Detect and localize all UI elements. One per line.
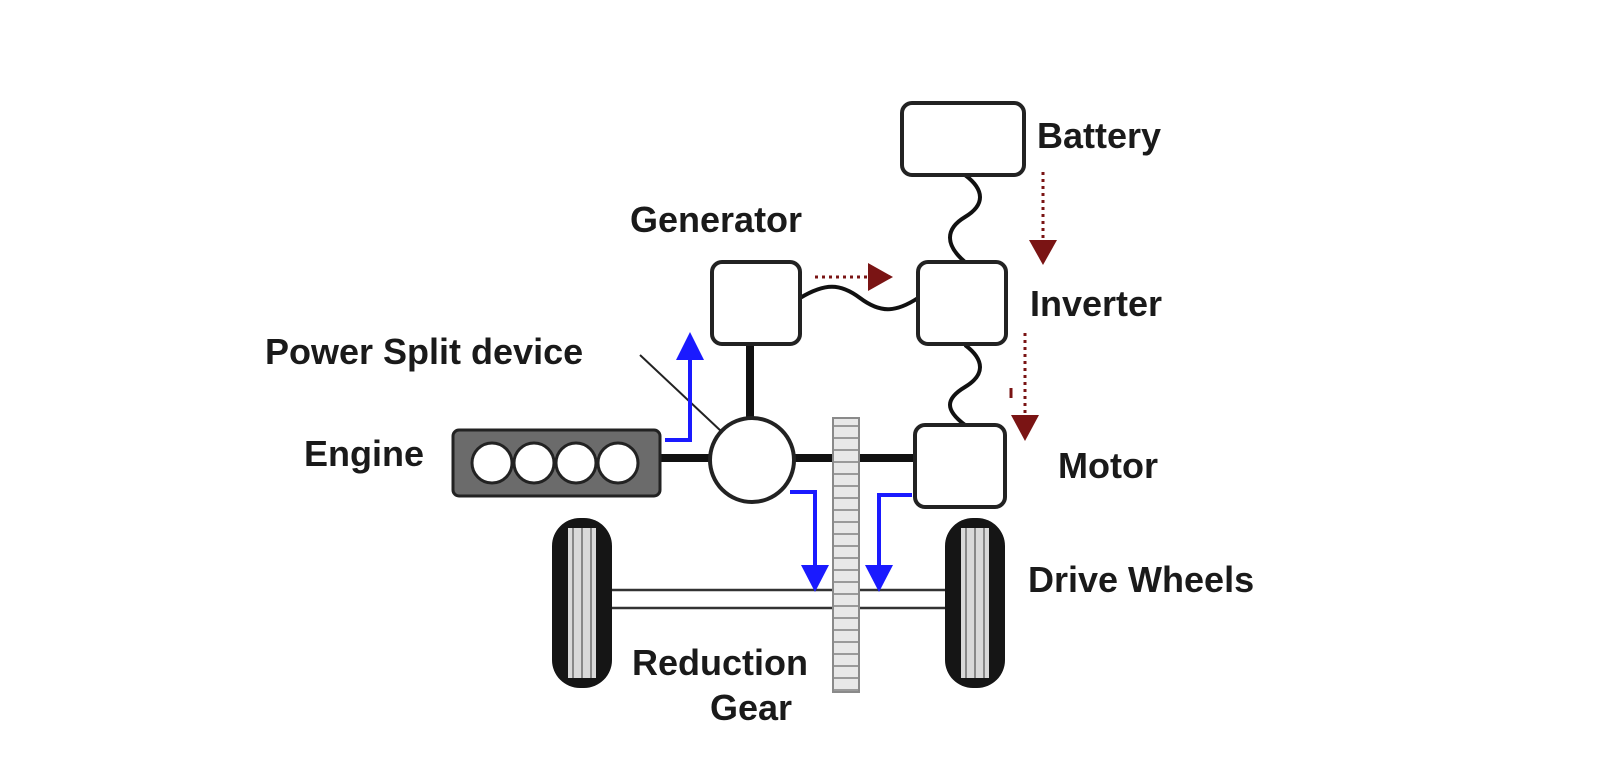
engine-to-generator-arrow <box>665 332 704 442</box>
engine-label: Engine <box>304 433 425 474</box>
generator-box <box>710 260 802 346</box>
battery-label: Battery <box>1037 115 1162 156</box>
power-split-device <box>708 416 796 504</box>
generator-label: Generator <box>630 199 803 240</box>
electrical-flow-arrows <box>815 172 1057 441</box>
drive-wheel-right <box>945 518 1005 688</box>
power-split-device-label: Power Split device <box>265 331 584 372</box>
engine-cylinder <box>470 441 514 485</box>
drive-wheel-left <box>552 518 612 688</box>
axle <box>593 588 957 610</box>
battery-box <box>900 101 1026 177</box>
reduction-gear <box>832 417 860 693</box>
cable-battery-inverter <box>948 173 982 264</box>
reduction-gear-label: Reduction Gear <box>620 640 820 730</box>
generator-to-inverter-arrow <box>815 263 893 291</box>
drive-wheels-label: Drive Wheels <box>1028 559 1255 600</box>
power-split-to-wheels-arrow <box>790 490 829 592</box>
engine-block <box>451 428 662 498</box>
engine-cylinder <box>554 441 598 485</box>
cable-generator-inverter <box>798 284 920 312</box>
cable-inverter-motor <box>948 343 982 427</box>
inverter-box <box>916 260 1008 346</box>
inverter-to-motor-arrow <box>1009 333 1039 441</box>
power-split-leader-line <box>639 354 723 433</box>
inverter-label: Inverter <box>1030 283 1163 324</box>
engine-cylinder <box>596 441 640 485</box>
motor-label: Motor <box>1058 445 1158 486</box>
engine-cylinder <box>512 441 556 485</box>
battery-to-inverter-arrow <box>1029 172 1057 265</box>
electric-cables <box>798 173 982 427</box>
reduction-gear-label-line1: Reduction <box>632 642 808 683</box>
mechanical-flow-arrows <box>665 332 912 592</box>
reduction-gear-label-line2: Gear <box>709 687 793 728</box>
motor-to-wheels-arrow <box>865 493 912 592</box>
motor-box <box>913 423 1007 509</box>
